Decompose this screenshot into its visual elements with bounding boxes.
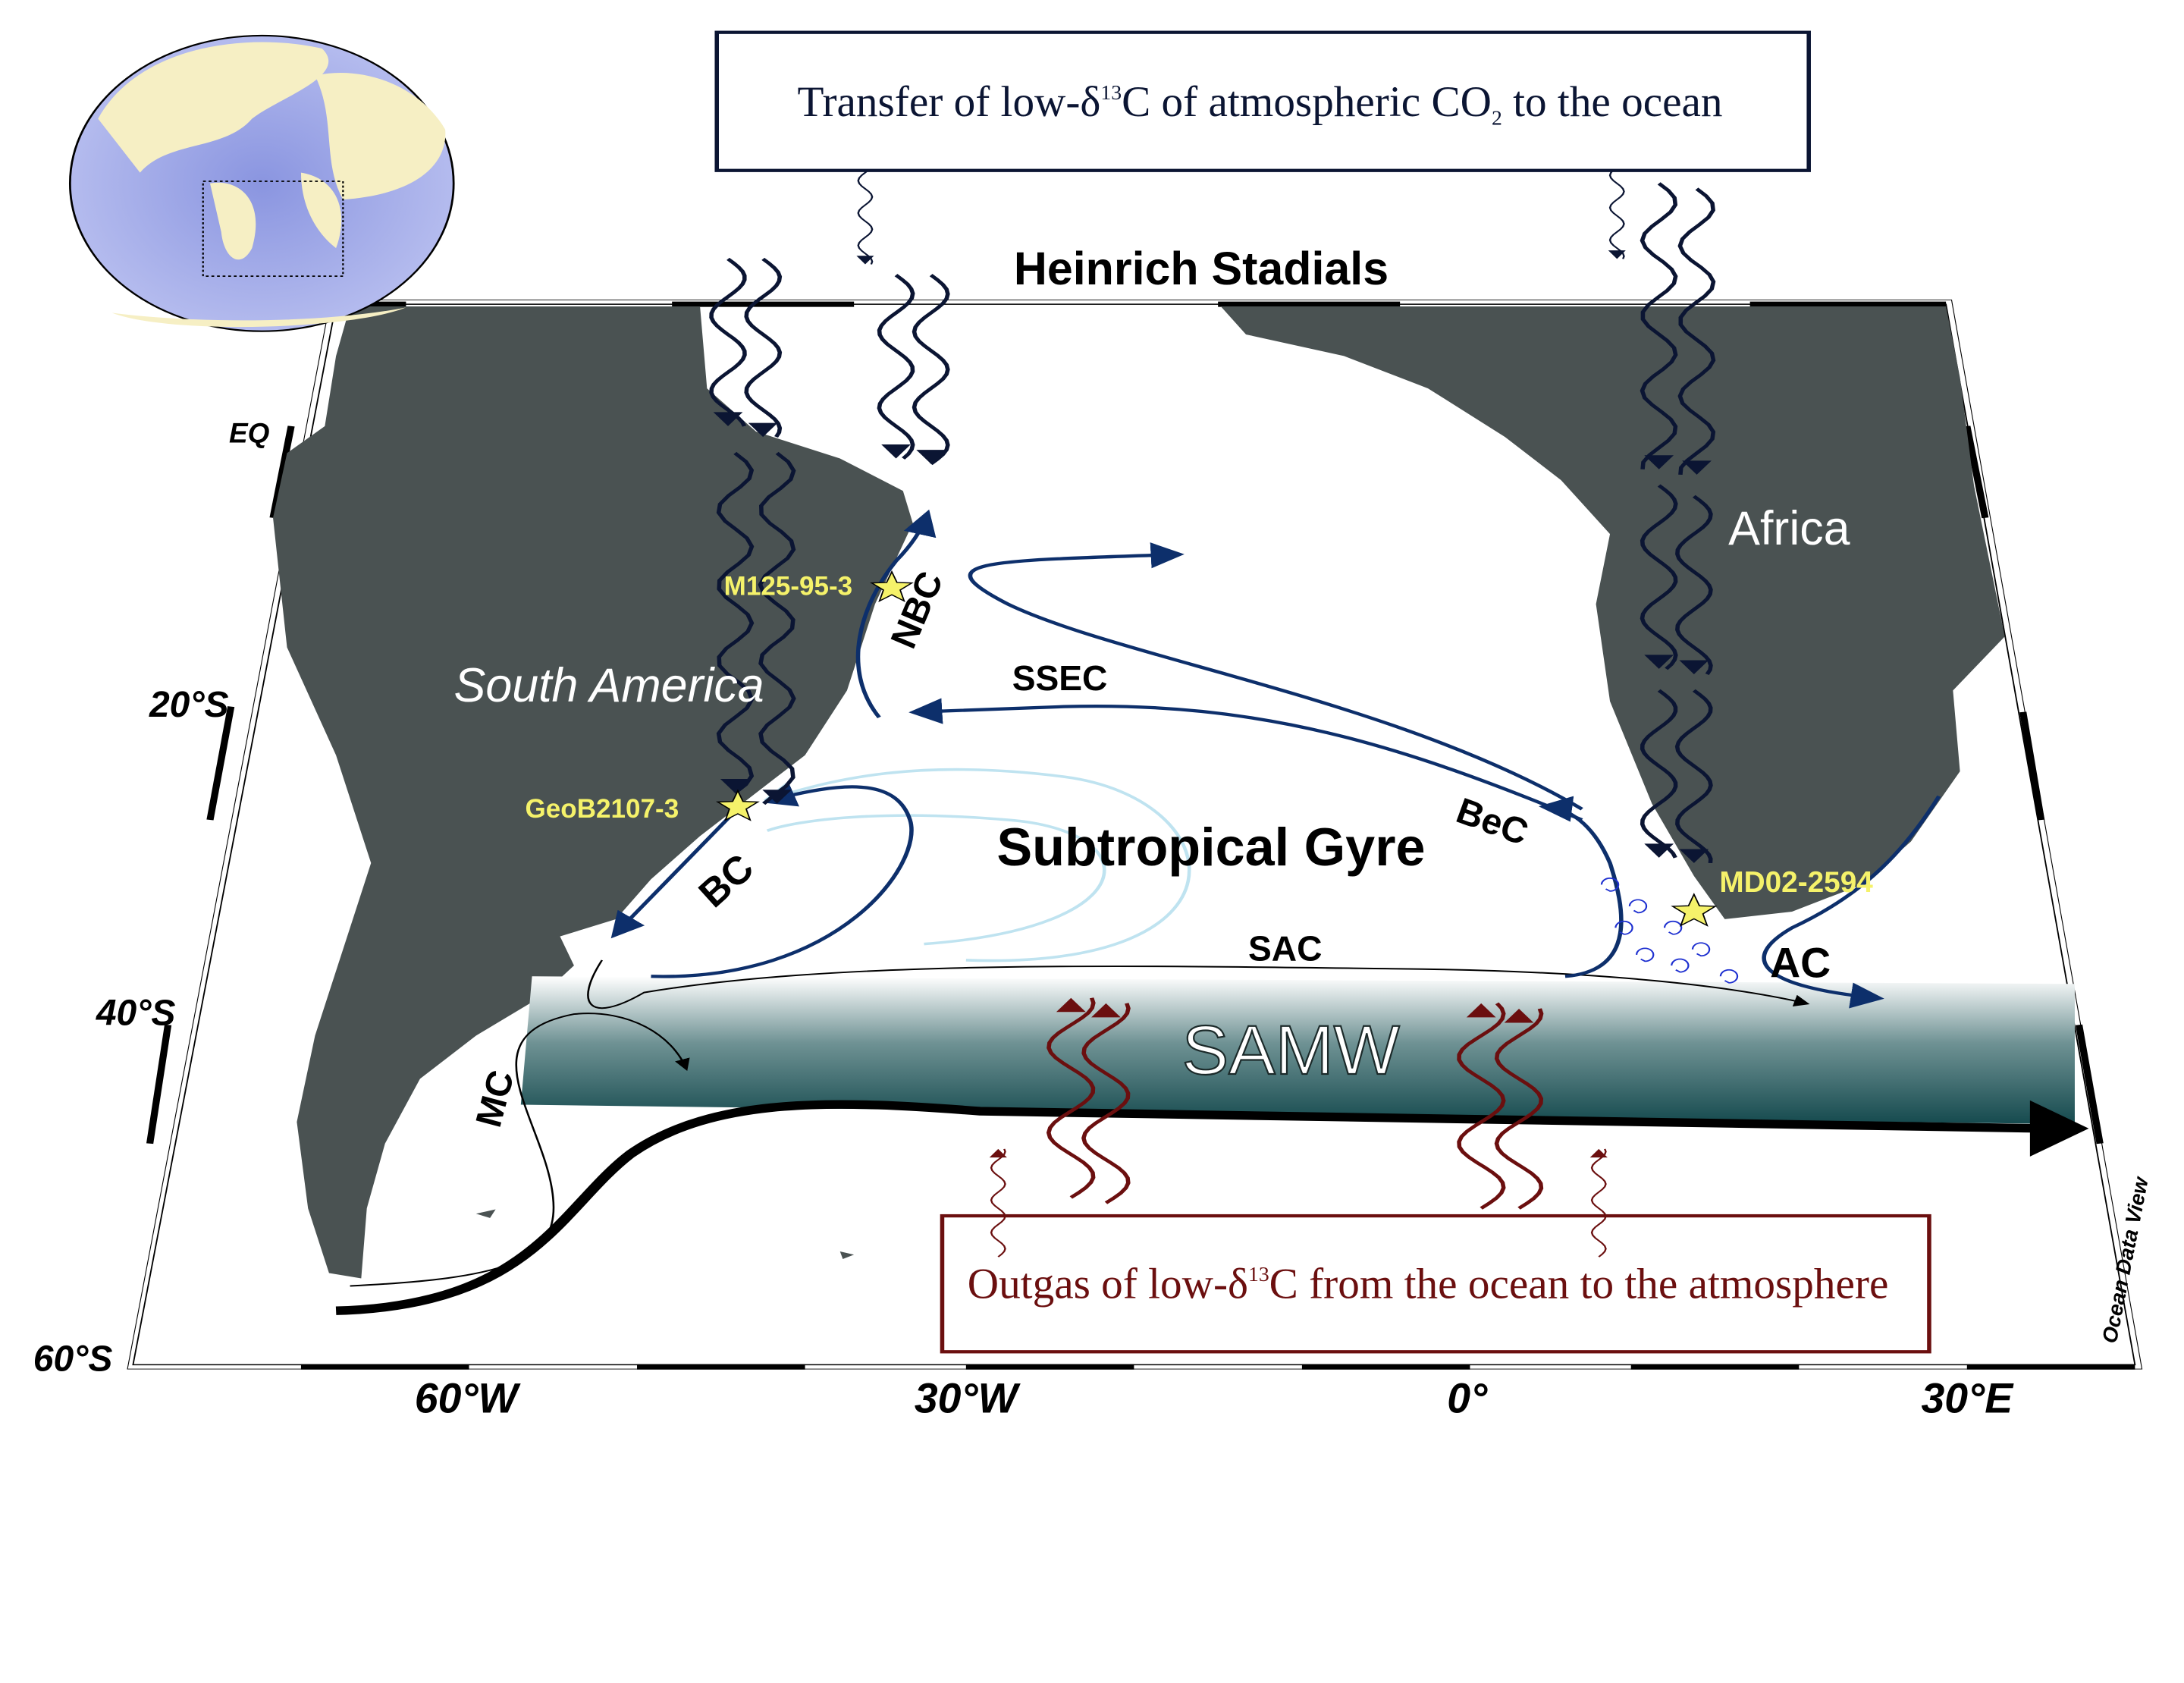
co2-uptake-wavy-arrow: [1677, 187, 1716, 476]
graphics-layer: [68, 30, 2143, 1370]
outgas-thin-arrow: [1590, 1148, 1607, 1258]
co2-uptake-wavy-arrow: [912, 274, 950, 466]
samw-label: SAMW: [1182, 1010, 1400, 1089]
eddy-icon: [1636, 947, 1655, 962]
acc-current: [335, 1100, 2044, 1315]
outgas-thin-arrow-head: [989, 1148, 1007, 1158]
outgas-wavy-arrow-head: [1466, 1003, 1496, 1018]
samw-band: [520, 976, 2075, 1125]
bottom-box-text: Outgas of low-δ13C from the ocean to the…: [968, 1260, 1889, 1308]
eddy-icon: [1628, 899, 1648, 914]
co2-uptake-wavy-arrow-head: [748, 422, 778, 438]
lat-label-40s: 40°S: [96, 993, 176, 1033]
outgas-wavy-arrow: [1081, 1003, 1131, 1204]
ac-current: [1762, 795, 1941, 1009]
outgas-wavy-arrow: [1046, 997, 1096, 1199]
top-box-text: Transfer of low-δ13C of atmospheric CO2 …: [798, 78, 1723, 129]
ssec-current: [908, 698, 1583, 821]
lat-label-20s: 20°S: [149, 685, 229, 725]
co2-uptake-wavy-arrow: [877, 274, 915, 460]
eddy-icon: [1600, 877, 1620, 892]
eddy-icon: [1671, 958, 1690, 973]
co2-uptake-thin-arrow-head: [856, 256, 874, 265]
co2-uptake-wavy-arrow-head: [1679, 660, 1709, 675]
inset-globe: [68, 34, 455, 332]
co2-uptake-wavy-arrow-head: [1644, 655, 1674, 669]
station-star-icon: [1671, 893, 1718, 927]
station-star-icon: [870, 570, 914, 603]
ac-label: AC: [1770, 940, 1831, 987]
co2-uptake-wavy-arrow-head: [1679, 849, 1709, 863]
outgas-wavy-arrow-head: [1504, 1008, 1534, 1023]
ocean-to-atmosphere-box: [940, 1214, 1931, 1354]
gyre-loop: [651, 782, 914, 978]
eddy-icon: [1614, 920, 1633, 935]
co2-uptake-wavy-arrow: [744, 257, 783, 438]
atmosphere-to-ocean-box: [714, 30, 1811, 172]
lon-label-30w: 30°W: [915, 1375, 1021, 1422]
lon-label-0: 0°: [1447, 1375, 1488, 1422]
co2-uptake-wavy-arrow: [1640, 182, 1678, 469]
south-america-label: South America: [453, 659, 764, 712]
africa-label: Africa: [1728, 502, 1850, 555]
co2-uptake-wavy-arrow: [1640, 484, 1678, 670]
co2-uptake-wavy-arrow: [716, 451, 755, 794]
lat-label-60s: 60°S: [33, 1339, 113, 1379]
co2-uptake-wavy-arrow: [1674, 689, 1713, 864]
co2-uptake-wavy-arrow: [1675, 495, 1713, 675]
station-star-icon: [716, 789, 760, 821]
africa-landmass: [1220, 306, 2005, 919]
co2-uptake-wavy-arrow: [1640, 689, 1678, 859]
agulhas-leakage-eddies: [1600, 877, 1739, 984]
station-markers: [716, 570, 1718, 927]
co2-uptake-wavy-arrow-head: [1644, 455, 1674, 469]
co2-uptake-wavy-arrow: [758, 451, 796, 805]
eddy-icon: [1719, 969, 1739, 984]
outgas-thin-arrow-head: [1589, 1148, 1608, 1158]
eddy-icon: [1691, 942, 1711, 957]
co2-uptake-wavy-arrow-head: [916, 450, 946, 464]
lon-label-30e: 30°E: [1921, 1375, 2014, 1422]
co2-uptake-wavy-arrow-head: [1682, 460, 1712, 475]
bec-current: [1538, 796, 1624, 978]
co2-uptake-wavy-arrow-head: [720, 778, 750, 793]
co2-uptake-wavy-arrow-head: [1644, 843, 1674, 858]
outgas-thin-arrow: [990, 1148, 1006, 1258]
outgas-wavy-arrow: [1457, 1002, 1506, 1210]
air-sea-exchange-arrows: [709, 150, 1716, 1258]
eddy-icon: [1663, 920, 1683, 935]
mc-current: [350, 1013, 690, 1287]
outgas-wavy-arrow-head: [1091, 1003, 1121, 1018]
gyre-circulation: [763, 768, 1191, 962]
figure-title: Heinrich Stadials: [1014, 243, 1389, 294]
sec-north-branch: [968, 542, 1583, 811]
co2-uptake-wavy-arrow-head: [881, 444, 911, 459]
acc-arrowhead: [2029, 1100, 2089, 1157]
outgas-wavy-arrow: [1494, 1008, 1544, 1210]
bc-current: [610, 810, 737, 939]
co2-uptake-thin-arrow-head: [1608, 250, 1626, 259]
sac-current: [587, 959, 1810, 1009]
ssec-label: SSEC: [1012, 658, 1108, 698]
station-label-md02: MD02-2594: [1719, 866, 1873, 899]
co2-uptake-thin-arrow: [857, 155, 874, 265]
station-label-m125: M125-95-3: [724, 572, 853, 601]
subtropical-gyre-label: Subtropical Gyre: [996, 817, 1425, 877]
co2-uptake-wavy-arrow-head: [713, 412, 743, 426]
outgas-wavy-arrow-head: [1056, 997, 1086, 1013]
lon-label-60w: 60°W: [415, 1375, 522, 1422]
sac-label: SAC: [1248, 928, 1322, 968]
co2-uptake-wavy-arrow: [709, 257, 747, 427]
lat-label-eq: EQ: [229, 417, 270, 448]
station-label-geob2107: GeoB2107-3: [526, 794, 679, 824]
co2-uptake-wavy-arrow-head: [762, 790, 792, 804]
